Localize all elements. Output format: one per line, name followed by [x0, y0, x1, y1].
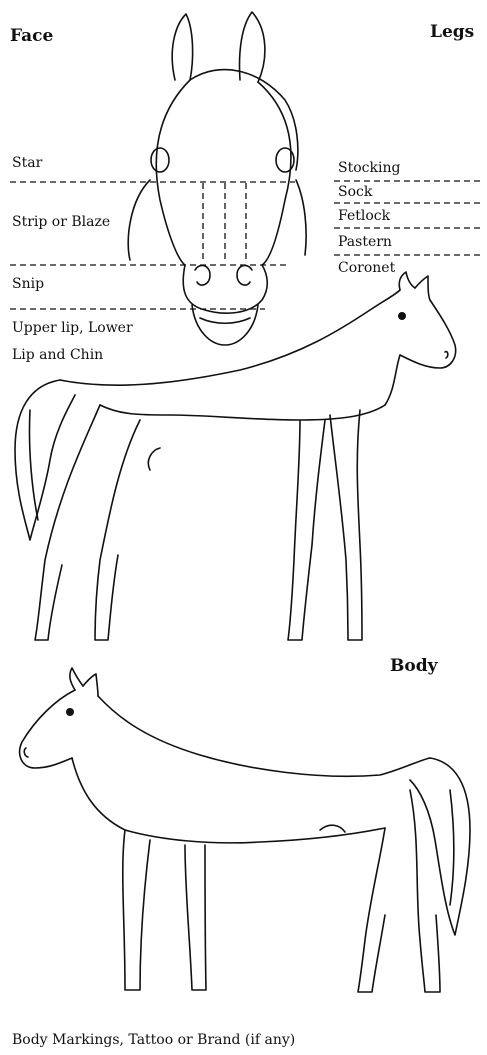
leg-label-sock: Sock [338, 184, 372, 200]
face-label-lip-and-chin: Lip and Chin [12, 347, 103, 363]
face-label-upper-lip: Upper lip, Lower [12, 320, 133, 336]
leg-label-pastern: Pastern [338, 234, 392, 250]
footer-caption: Body Markings, Tattoo or Brand (if any) [12, 1032, 295, 1048]
horse-face-drawing [128, 12, 306, 345]
horse-side-left-drawing [20, 668, 470, 992]
face-divider-lines [10, 182, 295, 309]
face-header: Face [10, 26, 53, 46]
leg-label-coronet: Coronet [338, 260, 395, 276]
legs-header: Legs [430, 22, 474, 42]
body-header: Body [390, 656, 437, 676]
face-label-star: Star [12, 155, 42, 171]
face-label-strip-or-blaze: Strip or Blaze [12, 214, 110, 230]
leg-label-stocking: Stocking [338, 160, 400, 176]
leg-label-fetlock: Fetlock [338, 208, 390, 224]
face-label-snip: Snip [12, 276, 44, 292]
